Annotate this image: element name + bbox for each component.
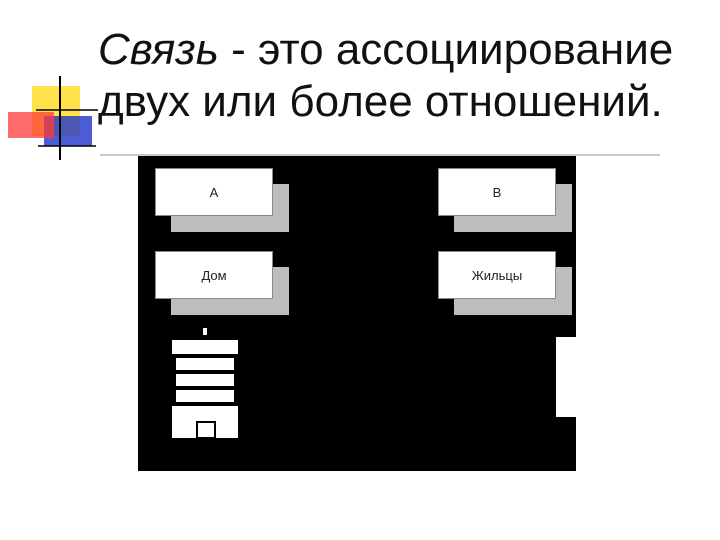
title-term: Связь (98, 25, 219, 74)
entity-label: A (155, 168, 273, 216)
building-icon (172, 328, 238, 439)
entity-label: Дом (155, 251, 273, 299)
entity-house: Дом (155, 251, 289, 315)
title-line-1: Связь - это ассоциирование (98, 24, 698, 76)
title-line-2: двух или более отношений. (98, 77, 663, 126)
slide-title: Связь - это ассоциирование двух или боле… (98, 24, 698, 128)
entity-label: B (438, 168, 556, 216)
entity-b: B (438, 168, 572, 232)
entity-residents: Жильцы (438, 251, 572, 315)
entity-a: A (155, 168, 289, 232)
entity-label: Жильцы (438, 251, 556, 299)
decorative-squares (8, 76, 98, 160)
diagram-notch (556, 337, 576, 417)
title-divider (100, 154, 660, 156)
title-definition: - это ассоциирование (218, 25, 674, 74)
